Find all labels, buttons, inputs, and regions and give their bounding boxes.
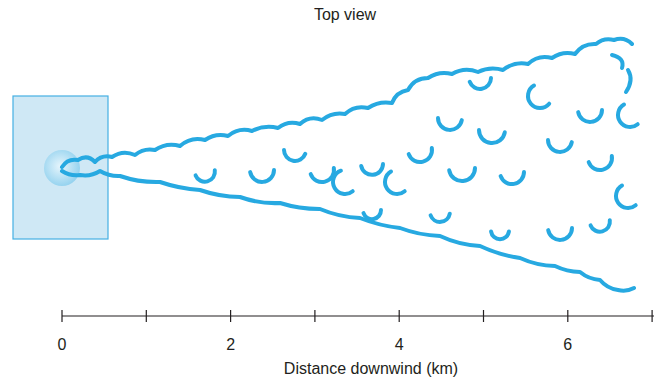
axis-tick	[399, 310, 400, 322]
axis-tick	[567, 310, 568, 322]
plume-curl	[449, 168, 475, 181]
axis-tick	[314, 310, 315, 322]
plume-curl	[364, 210, 382, 219]
plume-curl	[616, 186, 636, 208]
plume-curl	[284, 150, 305, 161]
plume-curl	[438, 118, 462, 130]
plume-curl	[618, 105, 638, 127]
plume-curl	[578, 110, 602, 122]
plume-curl	[612, 55, 623, 68]
plume-edge	[62, 171, 634, 291]
tick-label: 0	[58, 336, 67, 354]
plume-curl	[548, 140, 572, 152]
axis-tick	[146, 310, 147, 322]
plume-curl	[591, 220, 610, 231]
plume-curl	[385, 172, 405, 194]
axis-line	[62, 315, 654, 316]
plume-curl	[548, 228, 572, 240]
plume-curl	[470, 78, 491, 89]
axis-title: Distance downwind (km)	[284, 360, 458, 378]
plume-curl	[491, 232, 509, 240]
diagram-title: Top view	[314, 6, 376, 24]
plume-curl	[333, 171, 353, 194]
axis-tick	[651, 310, 652, 322]
plume-curl	[501, 172, 524, 184]
plume-curl	[626, 70, 631, 92]
tick-label: 4	[395, 336, 404, 354]
plume-curl	[250, 170, 274, 182]
tick-label: 6	[563, 336, 572, 354]
plume-curl	[196, 170, 215, 181]
plume-curl	[431, 214, 450, 222]
axis-tick	[230, 310, 231, 322]
plume-edge	[62, 39, 632, 167]
axis-tick	[483, 310, 484, 322]
plume-curl	[311, 168, 334, 182]
plume-curl	[589, 156, 612, 170]
plume-curl	[361, 164, 383, 175]
distance-axis	[62, 310, 654, 322]
plume	[62, 39, 638, 291]
tick-label: 2	[226, 336, 235, 354]
plume-curl	[409, 148, 432, 162]
plume-curl	[479, 130, 505, 143]
plume-curl	[528, 86, 549, 108]
axis-tick	[61, 310, 62, 322]
